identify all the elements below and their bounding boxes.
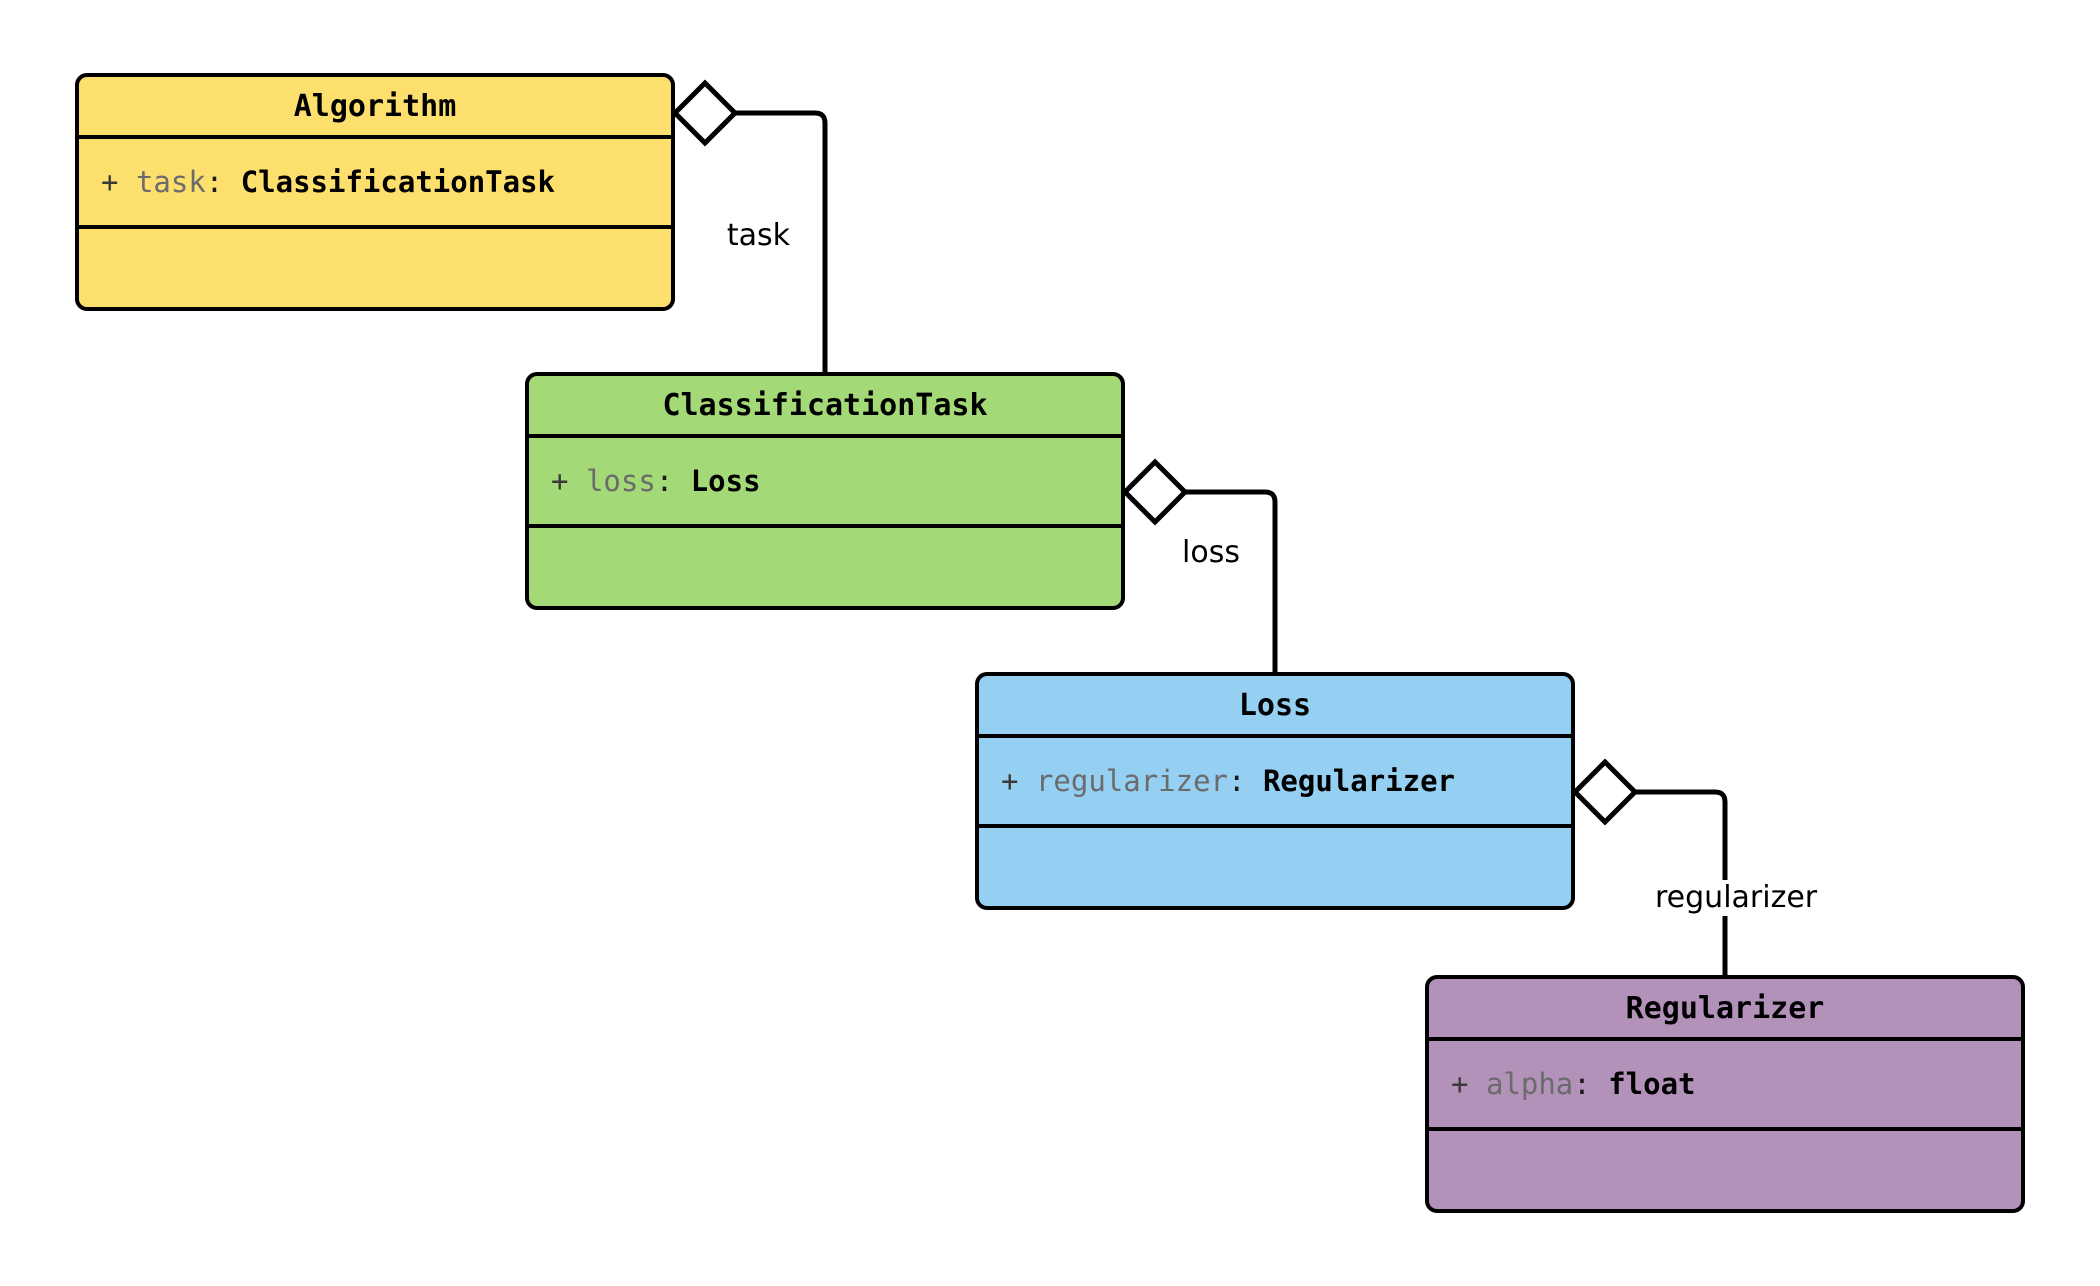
attribute-name: alpha	[1485, 1066, 1574, 1101]
attribute-type: Regularizer	[1262, 763, 1455, 798]
attribute-separator: :	[205, 164, 224, 199]
attribute-name: task	[135, 164, 206, 199]
aggregation-diamond-regularizer	[1571, 758, 1639, 826]
edge-label-loss: loss	[1177, 535, 1245, 571]
class-title-compartment-classificationtask: ClassificationTask	[529, 376, 1121, 438]
attribute-type: Loss	[690, 463, 761, 498]
class-box-algorithm[interactable]: Algorithm + task: ClassificationTask	[75, 73, 675, 311]
edge-label-task: task	[721, 218, 795, 254]
attribute-separator: :	[655, 463, 674, 498]
class-name-regularizer: Regularizer	[1625, 990, 1825, 1026]
class-methods-compartment-algorithm	[79, 229, 671, 307]
attribute-visibility: +	[551, 463, 569, 498]
class-name-algorithm: Algorithm	[293, 88, 457, 124]
attribute-visibility: +	[1001, 763, 1019, 798]
edge-path-loss	[1185, 489, 1278, 672]
class-attributes-compartment-loss: + regularizer: Regularizer	[979, 738, 1571, 828]
class-box-loss[interactable]: Loss + regularizer: Regularizer	[975, 672, 1575, 910]
aggregation-diamond-task	[671, 79, 739, 147]
attribute-row-task: + task: ClassificationTask	[101, 164, 555, 199]
class-methods-compartment-loss	[979, 828, 1571, 906]
attribute-separator: :	[1228, 763, 1246, 798]
class-name-loss: Loss	[1238, 687, 1312, 723]
class-name-classificationtask: ClassificationTask	[662, 387, 988, 423]
class-methods-compartment-classificationtask	[529, 528, 1121, 606]
class-title-compartment-algorithm: Algorithm	[79, 77, 671, 139]
class-methods-compartment-regularizer	[1429, 1131, 2021, 1209]
class-box-classificationtask[interactable]: ClassificationTask + loss: Loss	[525, 372, 1125, 610]
attribute-row-alpha: + alpha: float	[1451, 1066, 1696, 1101]
attribute-separator: :	[1573, 1066, 1591, 1101]
attribute-row-loss: + loss: Loss	[551, 463, 761, 498]
aggregation-diamond-loss	[1121, 458, 1189, 526]
class-box-regularizer[interactable]: Regularizer + alpha: float	[1425, 975, 2025, 1213]
attribute-row-regularizer: + regularizer: Regularizer	[1001, 763, 1455, 798]
class-title-compartment-regularizer: Regularizer	[1429, 979, 2021, 1041]
attribute-type: float	[1608, 1066, 1696, 1101]
attribute-name: regularizer	[1035, 763, 1228, 798]
class-attributes-compartment-classificationtask: + loss: Loss	[529, 438, 1121, 528]
attribute-visibility: +	[1451, 1066, 1469, 1101]
edge-label-regularizer: regularizer	[1650, 880, 1823, 916]
attribute-type: ClassificationTask	[240, 164, 555, 199]
attribute-name: loss	[585, 463, 656, 498]
class-attributes-compartment-algorithm: + task: ClassificationTask	[79, 139, 671, 229]
attribute-visibility: +	[101, 164, 119, 199]
relationship-regularizer[interactable]	[1571, 758, 1728, 975]
class-attributes-compartment-regularizer: + alpha: float	[1429, 1041, 2021, 1131]
class-title-compartment-loss: Loss	[979, 676, 1571, 738]
